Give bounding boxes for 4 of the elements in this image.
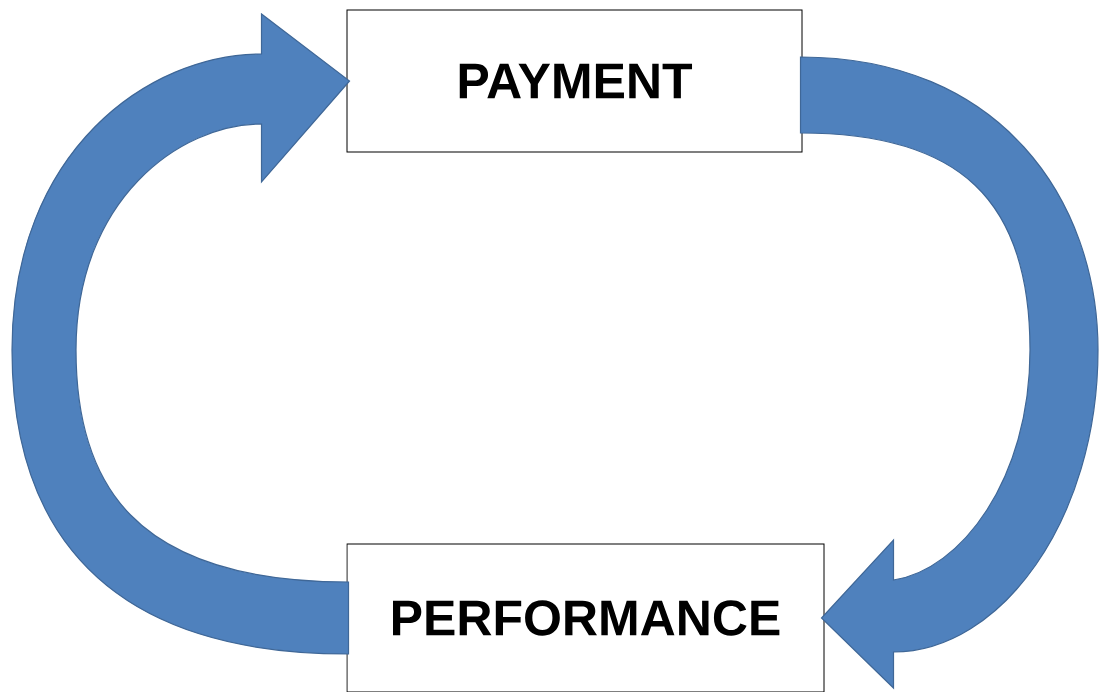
text-box: PERFORMANCE bbox=[346, 543, 825, 692]
text-box: PAYMENT bbox=[346, 9, 803, 153]
curved-arrow bbox=[11, 13, 351, 655]
curved-arrow bbox=[799, 56, 1099, 689]
